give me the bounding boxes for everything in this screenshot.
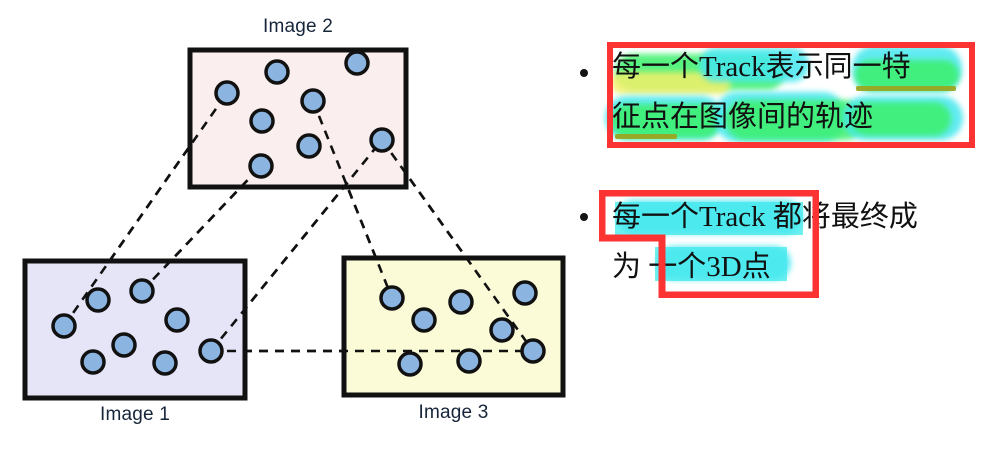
image-3-box — [341, 255, 566, 398]
feature-points-group — [51, 50, 546, 377]
feature-point — [397, 351, 423, 377]
notes-panel: 每一个Track表示同一特 征点在图像间的轨迹 每一个Track 都将最终成 为… — [575, 0, 994, 451]
track-e-overlay — [209, 139, 384, 352]
feature-point — [249, 108, 275, 134]
feature-point — [520, 338, 546, 364]
bullet-dot-icon — [580, 213, 588, 221]
track-diagram: Image 2 Image 1 Image 3 — [22, 16, 566, 425]
feature-point — [152, 350, 178, 376]
image-3-label: Image 3 — [418, 402, 489, 423]
feature-point — [264, 59, 290, 85]
track-b-overlay — [141, 165, 262, 292]
note-2-line-1: 每一个Track 都将最终成 — [612, 201, 918, 233]
feature-point — [85, 287, 111, 313]
feature-point — [512, 280, 538, 306]
track-c-overlay — [311, 100, 394, 299]
note-2-text: 每一个Track 都将最终成 为 一个3D点 — [612, 192, 992, 292]
note-1-text: 每一个Track表示同一特 征点在图像间的轨迹 — [612, 42, 992, 142]
feature-point — [51, 313, 77, 339]
feature-point — [369, 127, 395, 153]
highlight-underline-2 — [615, 134, 677, 139]
note-1-line-1: 每一个Track表示同一特 — [612, 51, 911, 83]
image-1-label: Image 1 — [99, 404, 171, 425]
image-boxes-group — [22, 47, 566, 401]
note-1-line-2: 征点在图像间的轨迹 — [612, 101, 874, 133]
feature-point — [129, 278, 155, 304]
feature-point — [111, 332, 137, 358]
feature-point — [164, 307, 190, 333]
diagram-svg — [22, 47, 566, 401]
feature-point — [300, 88, 326, 114]
feature-point — [489, 317, 515, 343]
feature-point — [198, 338, 224, 364]
image-2-label: Image 2 — [262, 16, 334, 37]
note-track-becomes-3d-point: 每一个Track 都将最终成 为 一个3D点 — [575, 190, 994, 298]
feature-point — [448, 289, 474, 315]
note-2-line-2: 为 一个3D点 — [612, 251, 771, 283]
feature-point — [248, 153, 274, 179]
feature-point — [456, 348, 482, 374]
feature-point — [379, 285, 405, 311]
feature-point — [344, 50, 370, 76]
bullet-dot-icon — [580, 69, 588, 77]
highlight-underline-1 — [856, 86, 956, 91]
note-track-definition: 每一个Track表示同一特 征点在图像间的轨迹 — [575, 42, 994, 148]
track-d-overlay — [380, 139, 535, 352]
feature-point — [411, 307, 437, 333]
image-2-box — [187, 47, 409, 190]
feature-point — [80, 349, 106, 375]
feature-point — [296, 133, 322, 159]
feature-point — [214, 80, 240, 106]
